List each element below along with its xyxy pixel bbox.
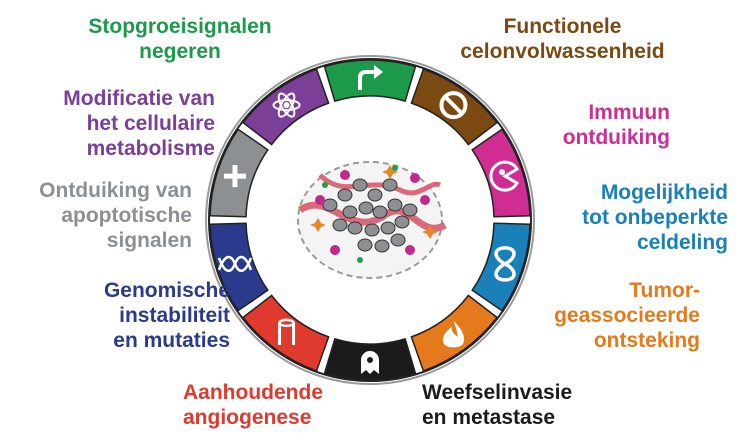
tumor-illustration	[248, 98, 492, 342]
plus-icon	[223, 165, 246, 188]
segment-apoptose	[209, 128, 269, 218]
label-tumor: Tumor- geassocieerde ontsteking	[554, 279, 700, 352]
dna-icon	[217, 255, 253, 272]
segment-tumor	[410, 294, 498, 372]
label-onbeperkt: Mogelijkheid tot onbeperkte celdeling	[582, 181, 728, 254]
label-weefsel: Weefselinvasie en metastase	[422, 381, 573, 429]
label-stopgroei: Stopgroeisignalen negeren	[88, 15, 272, 63]
ghost-cell-icon	[361, 351, 379, 374]
label-angio: Aanhoudende angiogenese	[183, 381, 323, 429]
pacman-cell-icon	[489, 160, 520, 192]
segment-genomisch	[209, 222, 269, 312]
label-genomisch: Genomische instabiliteit en mutaties	[103, 279, 230, 352]
segment-stopgroei	[323, 59, 417, 103]
label-apoptose: Ontduiking van apoptotische signalen	[39, 179, 192, 252]
label-metabolisme: Modificatie van het cellulaire metabolis…	[63, 87, 215, 160]
label-immuun: Immuun ontduiking	[562, 101, 670, 149]
flame-icon	[443, 320, 464, 348]
arrow-up-right-icon	[358, 65, 383, 90]
label-functionele: Functionele celonvolwassenheid	[460, 15, 665, 63]
atom-icon	[272, 92, 301, 118]
prohibit-icon	[439, 91, 468, 120]
segment-angio	[242, 294, 330, 372]
vessel-icon	[278, 318, 296, 345]
infinity-icon	[494, 246, 516, 282]
